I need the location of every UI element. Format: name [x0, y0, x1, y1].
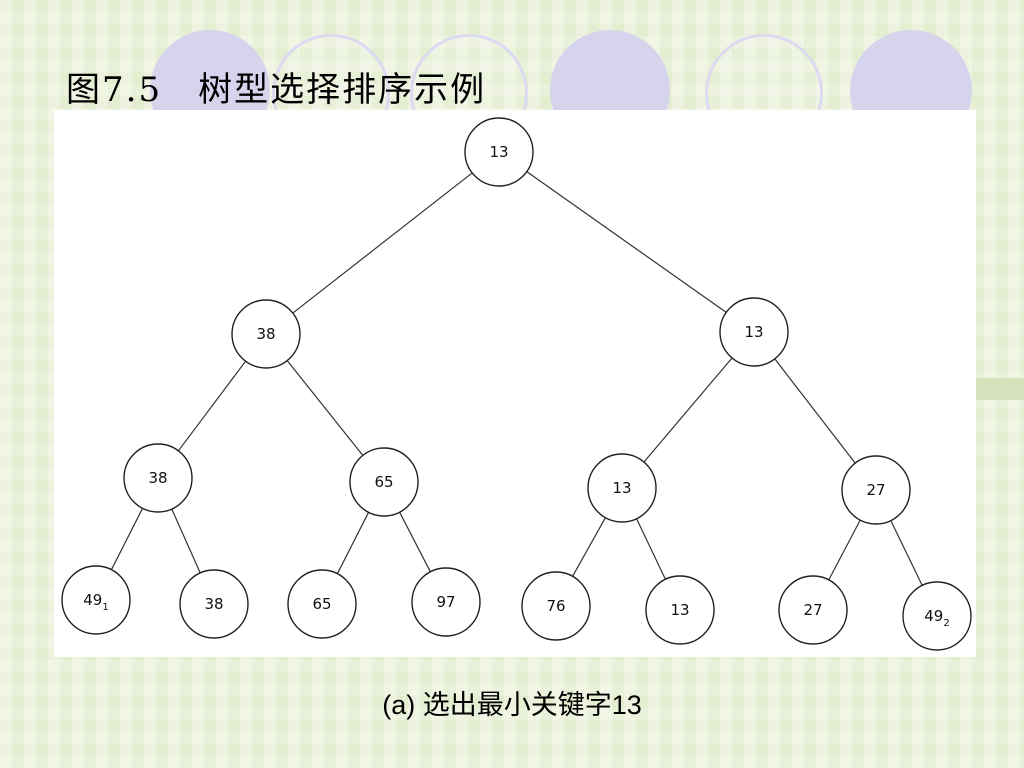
- tree-node: 65: [349, 447, 419, 517]
- tree-node: 13: [719, 297, 789, 367]
- tree-node: 76: [521, 571, 591, 641]
- tree-node-circle: [645, 575, 715, 645]
- tree-node-label: 27: [803, 601, 822, 619]
- tree-edge: [292, 172, 473, 314]
- tree-nodes: 13 38 13 38 65 13 27 491 38 65 97 76 13 27 492: [61, 117, 972, 651]
- tree-edge: [774, 358, 856, 464]
- tree-node-circle: [411, 567, 481, 637]
- tree-node-label: 13: [612, 479, 631, 497]
- tree-edge: [177, 360, 247, 452]
- tree-node-circle: [719, 297, 789, 367]
- tree-node-label: 492: [924, 607, 949, 629]
- tree-node-subscript: 2: [943, 618, 949, 629]
- tree-edge: [636, 518, 666, 580]
- tree-node: 65: [287, 569, 357, 639]
- tree-node: 38: [123, 443, 193, 513]
- tree-node-circle: [778, 575, 848, 645]
- tree-node: 492: [902, 581, 972, 651]
- tree-node-label: 76: [546, 597, 565, 615]
- tree-edge: [890, 520, 923, 586]
- tree-edge: [643, 357, 733, 463]
- tree-edges: [110, 171, 923, 586]
- diagram-panel: 13 38 13 38 65 13 27 491 38 65 97 76 13 27 492: [54, 110, 976, 657]
- tree-node: 13: [464, 117, 534, 187]
- tree-node-circle: [349, 447, 419, 517]
- tree-edge: [171, 508, 201, 574]
- tree-node-label: 27: [866, 481, 885, 499]
- tree-node: 38: [179, 569, 249, 639]
- tree-edge: [572, 517, 606, 577]
- tree-node: 27: [841, 455, 911, 525]
- slide-title: 图7.5 树型选择排序示例: [66, 70, 487, 110]
- slide-caption: (a) 选出最小关键字13: [382, 690, 642, 720]
- tree-edge: [336, 512, 370, 574]
- tree-node-label: 38: [148, 469, 167, 487]
- tree-node-label: 491: [83, 591, 108, 613]
- tree-node-circle: [179, 569, 249, 639]
- tree-diagram: 13 38 13 38 65 13 27 491 38 65 97 76 13 27 492: [61, 117, 972, 651]
- tree-edge: [399, 511, 431, 573]
- tree-node-circle: [61, 565, 131, 635]
- decor-band: [975, 378, 1024, 400]
- tree-node: 13: [587, 453, 657, 523]
- tree-node: 97: [411, 567, 481, 637]
- tree-edge: [828, 519, 861, 581]
- tree-node-circle: [231, 299, 301, 369]
- tree-node-label: 13: [489, 143, 508, 161]
- tree-node-label: 97: [436, 593, 455, 611]
- tree-node-circle: [464, 117, 534, 187]
- tree-node-circle: [841, 455, 911, 525]
- tree-node-label: 65: [374, 473, 393, 491]
- tree-node-label: 65: [312, 595, 331, 613]
- tree-node-circle: [287, 569, 357, 639]
- tree-node-circle: [902, 581, 972, 651]
- tree-node: 27: [778, 575, 848, 645]
- tree-node-label: 13: [744, 323, 763, 341]
- tree-node: 38: [231, 299, 301, 369]
- tree-node: 13: [645, 575, 715, 645]
- tree-node-circle: [587, 453, 657, 523]
- tree-node-label: 13: [670, 601, 689, 619]
- tree-node-label: 38: [204, 595, 223, 613]
- tree-edge: [286, 360, 364, 456]
- tree-node-circle: [123, 443, 193, 513]
- tree-node-subscript: 1: [102, 602, 108, 613]
- tree-edge: [110, 508, 144, 570]
- tree-edge: [526, 171, 727, 313]
- tree-node: 491: [61, 565, 131, 635]
- tree-node-label: 38: [256, 325, 275, 343]
- tree-node-circle: [521, 571, 591, 641]
